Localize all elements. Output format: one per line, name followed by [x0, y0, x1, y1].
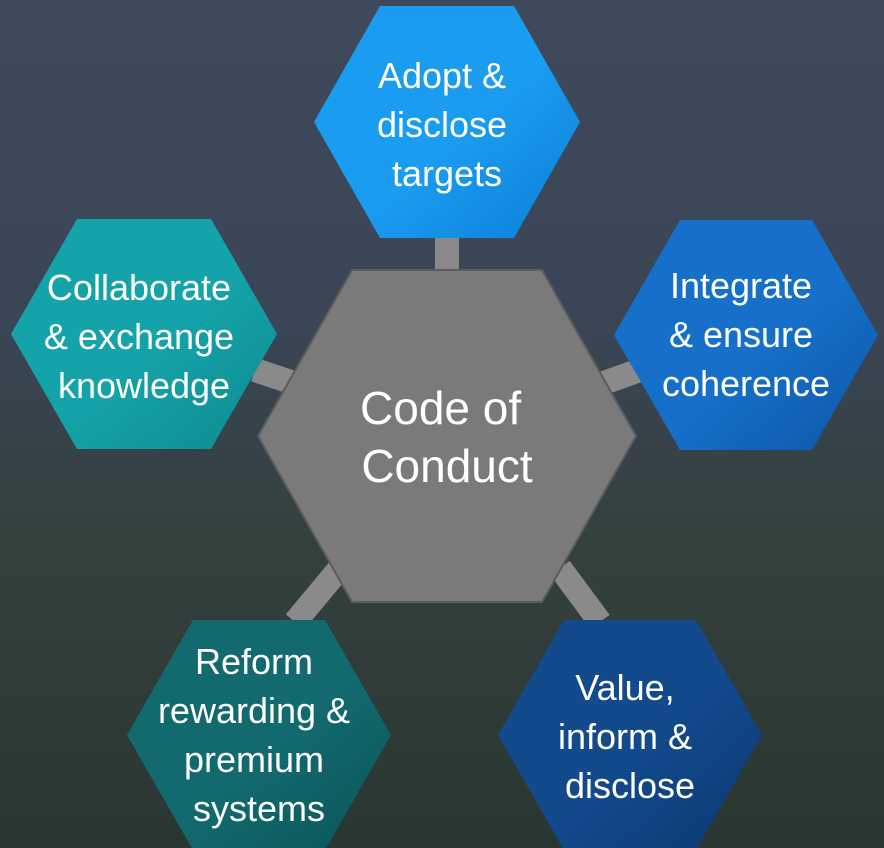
- hexagon-shape: [11, 219, 277, 449]
- hexagon-shape: [498, 620, 762, 848]
- hexagon-label-line: knowledge: [58, 365, 230, 406]
- hexagon-integrate-ensure-coherence: Integrate & ensure coherence: [614, 220, 878, 450]
- hexagon-label-line: targets: [392, 153, 502, 194]
- hexagon-label-line: & exchange: [44, 316, 234, 357]
- hexagon-label-line: premium: [184, 739, 324, 780]
- hexagon-shape: [614, 220, 878, 450]
- hexagon-label: Adopt & disclose targets: [377, 55, 517, 194]
- hexagon-label-line: Reform: [195, 641, 313, 682]
- hexagon-label-line: inform &: [558, 716, 692, 757]
- hexagon-adopt-disclose-targets: Adopt & disclose targets: [314, 6, 580, 238]
- hexagon-label-line: disclose: [377, 104, 507, 145]
- hexagon-value-inform-disclose: Value, inform & disclose: [498, 620, 762, 848]
- center-label-line: Code of: [360, 382, 521, 434]
- center-label: Code of Conduct: [360, 382, 534, 492]
- hexagon-label-line: rewarding &: [158, 690, 350, 731]
- hexagon-label-line: Value,: [575, 667, 674, 708]
- hexagon-label: Collaborate & exchange knowledge: [44, 267, 244, 406]
- center-hexagon: Code of Conduct: [256, 269, 638, 603]
- connector-bottom-left: [285, 560, 350, 630]
- hexagon-label-line: & ensure: [669, 314, 813, 355]
- hexagon-label: Integrate & ensure coherence: [662, 265, 830, 404]
- hexagon-label-line: Integrate: [670, 265, 812, 306]
- hexagon-label-line: systems: [193, 788, 325, 829]
- hexagon-collaborate-exchange-knowledge: Collaborate & exchange knowledge: [11, 219, 277, 449]
- hexagon-label-line: disclose: [565, 765, 695, 806]
- hexagon-label-line: Adopt &: [378, 55, 506, 96]
- hexagon-shape: [127, 620, 391, 848]
- center-hexagon-shape: [256, 269, 638, 603]
- hexagon-shape: [314, 6, 580, 238]
- hexagon-reform-rewarding-premium-systems: Reform rewarding & premium systems: [127, 620, 391, 848]
- hexagon-label-line: coherence: [662, 363, 830, 404]
- hexagon-label: Value, inform & disclose: [558, 667, 702, 806]
- connector-bottom-right: [550, 560, 610, 630]
- hexagon-label: Reform rewarding & premium systems: [158, 641, 360, 829]
- hexagon-label-line: Collaborate: [47, 267, 231, 308]
- center-label-line: Conduct: [361, 440, 533, 492]
